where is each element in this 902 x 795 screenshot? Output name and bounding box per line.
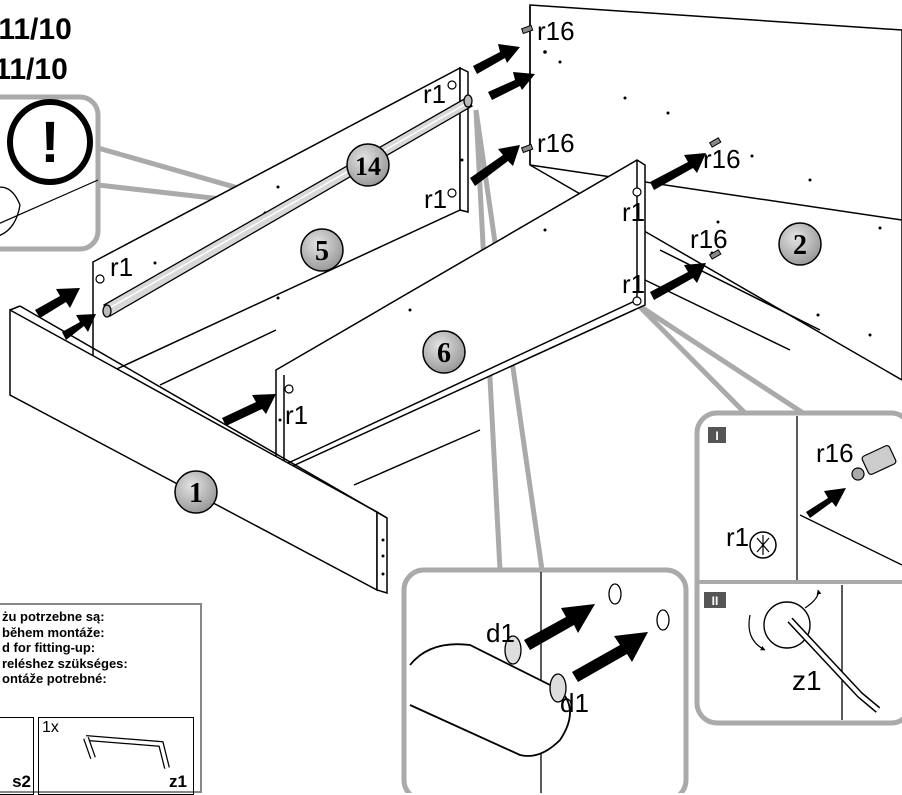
label-r16-detail: r16 [816,438,854,468]
label-r16-right1: r16 [703,144,741,174]
cam-detail: I II r16 r1 z1 [694,410,902,726]
panel-2 [529,4,902,381]
dowel-panel-edge [409,643,571,757]
label-r16-mid: r16 [537,128,575,158]
tool-s2-label: s2 [12,772,31,791]
tool-z1-label: z1 [169,772,187,791]
warning-icon [7,99,93,185]
badge-6-label: 6 [437,338,451,369]
tools-line-5: ontáže potrebné: [2,671,107,686]
tools-line-3: d for fitting-up: [2,640,96,655]
tools-line-4: reléshez szükséges: [2,655,128,671]
step-ii-tag [704,592,726,608]
label-r1-b: r1 [424,184,447,214]
assembly-arrows [35,44,706,426]
step-ii-label: II [712,594,719,608]
badge-6: 6 [422,330,466,374]
r16-screw-icon [851,444,897,481]
badge-2-label: 2 [793,230,807,261]
hex-key-icon [748,589,881,713]
label-r1-d: r1 [285,400,308,430]
r16-bolts [520,24,722,260]
tool-cell-s2: s2 [0,717,34,795]
tools-line-1: żu potrzebne są: [2,609,105,624]
required-tools-box: żu potrzebne są: během montáže: d for fi… [0,603,202,795]
header-line-2: /11/10 [0,53,68,86]
label-r1-e: r1 [622,197,645,227]
label-r16-right2: r16 [690,224,728,254]
warning-symbol: ! [40,110,59,175]
panel-1-holes [381,538,385,576]
dowel-detail: d1 d1 [401,567,689,793]
badge-14-label: 14 [355,152,381,181]
label-r1-c: r1 [110,252,133,282]
badge-1: 1 [174,470,218,514]
badge-14: 14 [346,143,390,187]
badge-5-label: 5 [315,236,329,267]
header-line-1: /11/10 [0,13,72,46]
panel-1 [9,305,388,595]
tools-line-2: během montáže: [2,624,105,640]
badge-5: 5 [300,228,344,272]
label-d1-bottom: d1 [560,688,589,718]
fitting-labels: r16 r16 r16 r16 r1 r1 r1 r1 r1 r1 [110,16,741,430]
label-r1-a: r1 [423,79,446,109]
tool-cell-z1: 1x z1 [38,717,194,795]
warning-detail: ! [0,94,101,252]
hex-key-tool-icon [83,735,170,769]
label-r16-top: r16 [537,16,575,46]
badge-1-label: 1 [189,478,203,509]
label-d1-top: d1 [486,618,515,648]
badge-2: 2 [778,222,822,266]
tool-qty: 1x [42,719,59,736]
cam-fittings [95,80,642,394]
label-z1-detail: z1 [792,665,822,696]
panel-6-holes [278,228,547,422]
bottom-panel-edges [159,249,821,486]
step-i-tag [708,427,726,443]
step-i-label: I [715,429,718,443]
label-r1-f: r1 [622,269,645,299]
label-r1-detail: r1 [726,522,749,552]
